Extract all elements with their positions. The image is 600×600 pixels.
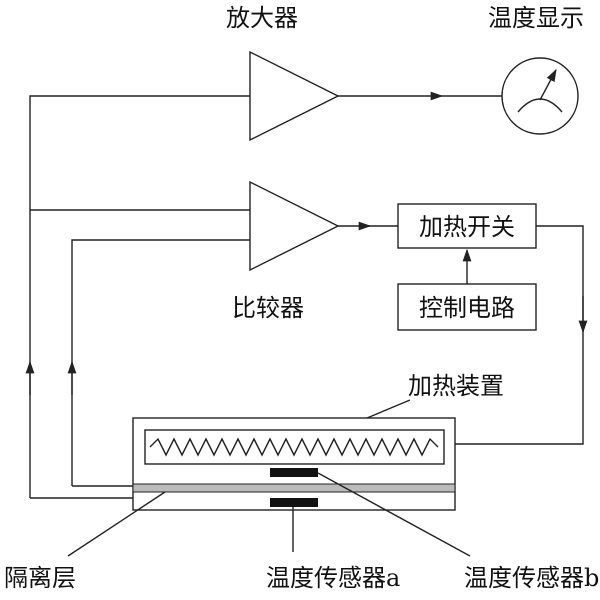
heating-coil xyxy=(149,437,439,457)
control-circuit-label: 控制电路 xyxy=(419,294,515,322)
amplifier-label: 放大器 xyxy=(226,4,298,32)
sensor-b-leader xyxy=(317,472,471,557)
temp-display-label: 温度显示 xyxy=(488,4,584,32)
sensor-to-comp-wire-b xyxy=(71,239,250,486)
switch-to-heater-wire xyxy=(444,225,584,445)
isolation-layer xyxy=(132,483,456,493)
control-circuit-box xyxy=(397,283,537,331)
comparator-triangle xyxy=(249,180,340,272)
heating-device-label: 加热装置 xyxy=(408,372,504,400)
temp-sensor-a xyxy=(270,498,318,507)
temp-sensor-b xyxy=(270,468,318,477)
comparator-label: 比较器 xyxy=(232,294,304,322)
isolation-layer-leader xyxy=(67,491,166,557)
amplifier-triangle xyxy=(249,50,340,142)
heating-element-box xyxy=(144,429,445,465)
sensor-a-label: 温度传感器a xyxy=(266,564,400,592)
isolation-layer-label: 隔离层 xyxy=(4,564,76,592)
heat-switch-label: 加热开关 xyxy=(419,213,515,241)
sensor-b-label: 温度传感器b xyxy=(464,564,599,592)
temp-display-meter xyxy=(501,57,579,135)
